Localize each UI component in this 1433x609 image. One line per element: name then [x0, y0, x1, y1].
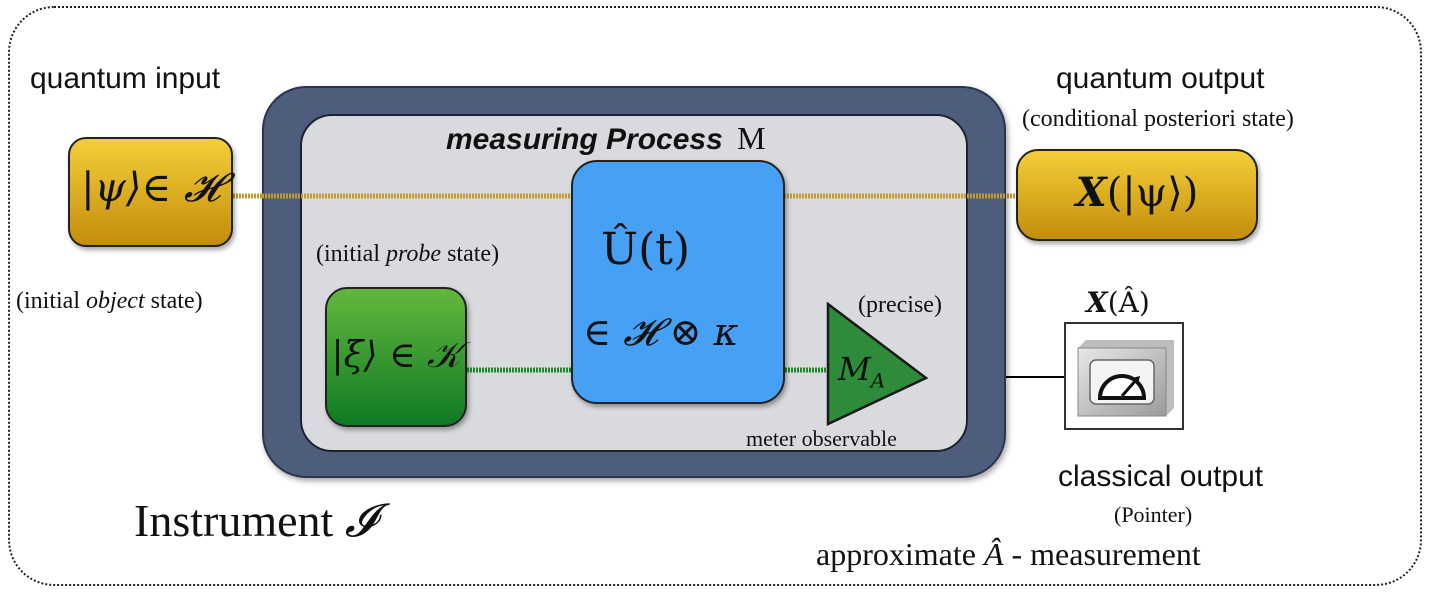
instrument-outer-boundary	[8, 6, 1422, 586]
unitary-evolution-box: Û(t) ∈ 𝓗 ⊗ κ	[571, 160, 785, 404]
unitary-operator: Û(t)	[601, 224, 691, 275]
measuring-process-title: measuring Process M	[446, 120, 766, 156]
initial-probe-state-label: (initial probe state)	[316, 241, 500, 267]
instrument-label: Instrument 𝓘	[134, 495, 376, 546]
output-state-symbol: X(|ψ⟩)	[1075, 169, 1199, 216]
conditional-state-label: (conditional posteriori state)	[1022, 106, 1294, 132]
quantum-output-label: quantum output	[1056, 62, 1265, 95]
precise-label: (precise)	[858, 292, 942, 318]
tensor-space: ∈ 𝓗 ⊗ κ	[583, 310, 739, 354]
pointer-symbol: X(Â)	[1086, 286, 1150, 319]
meter-symbol: MA	[838, 350, 886, 393]
initial-object-state-label: (initial object state)	[16, 288, 203, 314]
pointer-device-frame	[1064, 322, 1184, 430]
pointer-label: (Pointer)	[1114, 502, 1193, 527]
object-state-box: |ψ⟩∈ 𝓗	[68, 137, 233, 247]
gauge-meter-icon	[1077, 340, 1174, 417]
meter-observable-triangle	[826, 302, 929, 426]
object-state-symbol: |ψ⟩∈ 𝓗	[81, 165, 220, 211]
probe-state-box: |ξ⟩ ∈ 𝒦	[325, 287, 467, 427]
probe-state-symbol: |ξ⟩ ∈ 𝒦	[331, 335, 461, 376]
output-state-box: X(|ψ⟩)	[1016, 149, 1258, 241]
approximate-measurement-label: approximate Â - measurement	[816, 536, 1201, 572]
meter-observable-label: meter observable	[746, 426, 897, 451]
classical-output-label: classical output	[1058, 460, 1264, 493]
quantum-input-label: quantum input	[30, 62, 221, 95]
